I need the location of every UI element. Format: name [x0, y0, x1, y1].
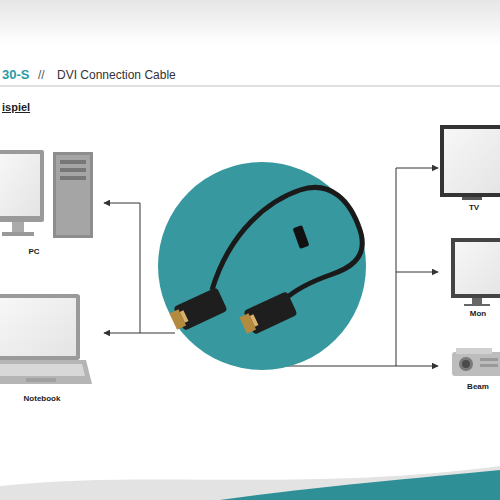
top-band [0, 0, 500, 45]
beamer-figure [452, 348, 500, 376]
device-label: Beam [467, 382, 489, 391]
device-node: PC [28, 247, 39, 256]
product-code: 30-S [2, 67, 29, 82]
section-heading: ispiel [2, 101, 30, 113]
device-node: TV [469, 203, 479, 212]
device-node: Beam [467, 382, 489, 391]
device-node: Notebook [24, 394, 61, 403]
device-label: PC [28, 247, 39, 256]
device-label: TV [469, 203, 479, 212]
bottom-accent [220, 470, 500, 500]
tv-figure [440, 125, 500, 200]
cable-circle [158, 162, 366, 370]
header-title: DVI Connection Cable [57, 68, 176, 82]
device-label: Mon [470, 309, 486, 318]
notebook-figure [0, 294, 92, 384]
header-rule [0, 86, 500, 87]
cable-figure [168, 187, 363, 337]
device-label: Notebook [24, 394, 61, 403]
device-node: Mon [470, 309, 486, 318]
bottom-band [0, 466, 500, 500]
pc-figure [0, 150, 93, 238]
monitor-figure [451, 238, 500, 306]
separator: // [38, 68, 45, 82]
